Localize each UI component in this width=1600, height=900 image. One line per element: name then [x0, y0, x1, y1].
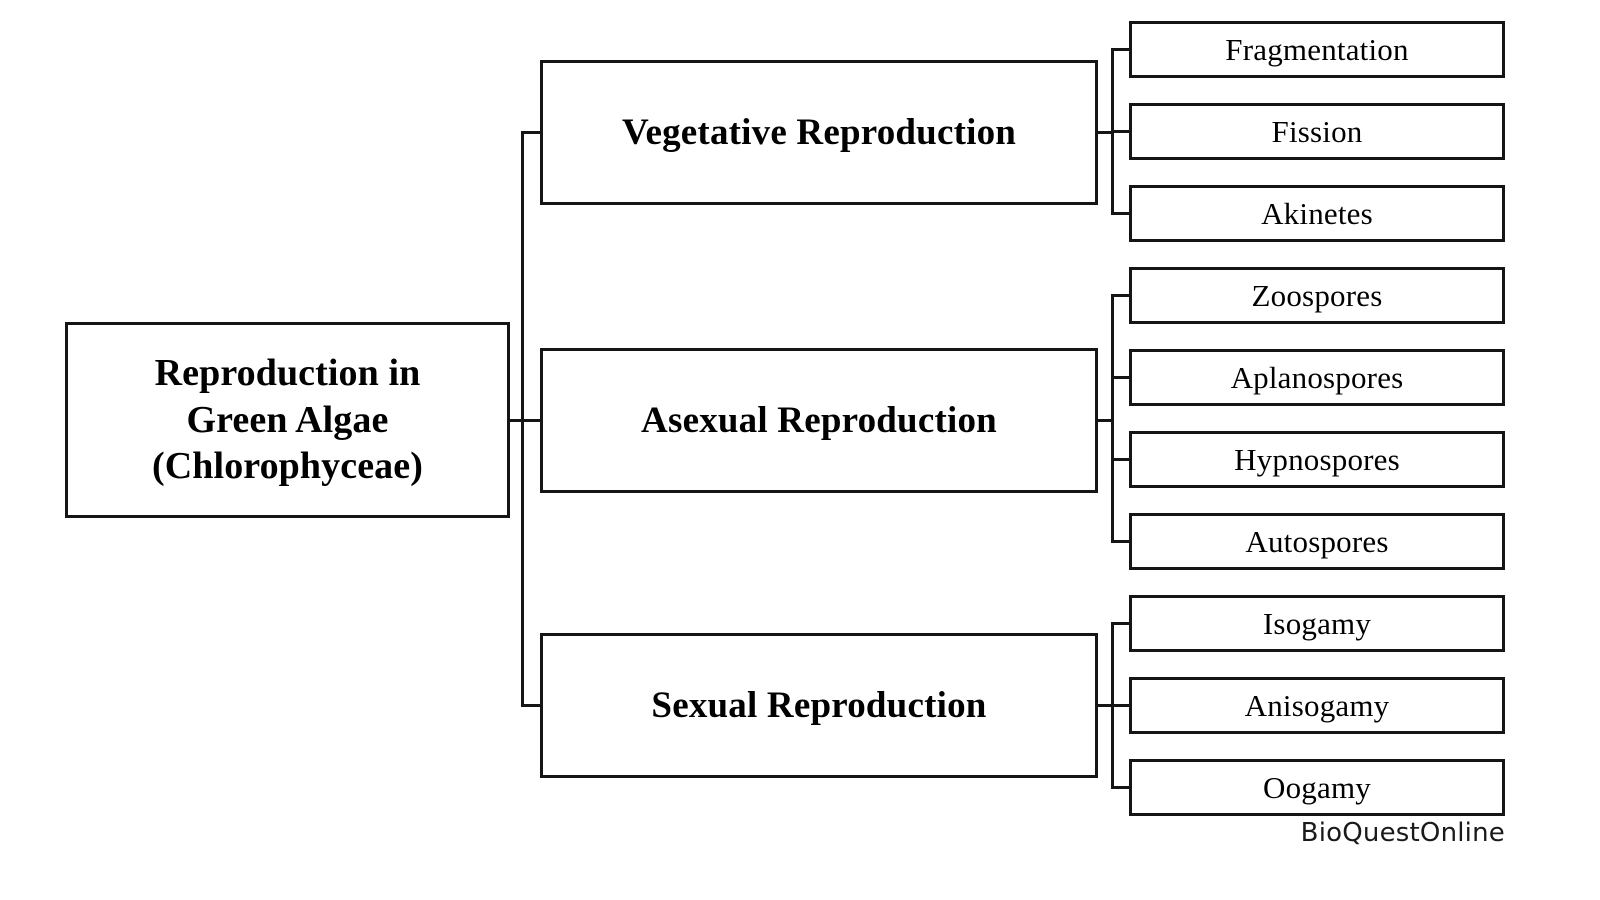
root-node-label-line1: Reproduction in: [154, 352, 421, 395]
leaf-node-label: Oogamy: [1263, 769, 1371, 805]
branch-1-stub-to-leaf-1: [1111, 376, 1133, 379]
root-node-label-line3: (Chlorophyceae): [152, 445, 423, 488]
watermark-label: BioQuestOnline: [1300, 818, 1505, 848]
branch-2-stub-to-leaf-2: [1111, 786, 1133, 789]
trunk-stub-to-branch-0: [521, 131, 543, 134]
leaf-node-zoospores: Zoospores: [1129, 267, 1505, 324]
branch-1-stub-to-leaf-3: [1111, 540, 1133, 543]
leaf-node-label: Fission: [1271, 113, 1363, 149]
branch-2-stub-out: [1096, 704, 1114, 707]
leaf-node-aplanospores: Aplanospores: [1129, 349, 1505, 406]
branch-node-asexual-reproduction: Asexual Reproduction: [540, 348, 1098, 493]
leaf-node-akinetes: Akinetes: [1129, 185, 1505, 242]
leaf-node-fragmentation: Fragmentation: [1129, 21, 1505, 78]
leaf-node-label: Zoospores: [1251, 277, 1383, 313]
root-node-label-line2: Green Algae: [186, 398, 389, 441]
branch-node-label: Sexual Reproduction: [651, 685, 987, 726]
branch-0-stub-to-leaf-2: [1111, 212, 1133, 215]
branch-node-vegetative-reproduction: Vegetative Reproduction: [540, 60, 1098, 205]
branch-node-label: Vegetative Reproduction: [621, 112, 1017, 153]
branch-1-stub-to-leaf-0: [1111, 294, 1133, 297]
branch-2-stub-to-leaf-1: [1111, 704, 1133, 707]
leaf-node-label: Aplanospores: [1230, 359, 1404, 395]
leaf-node-autospores: Autospores: [1129, 513, 1505, 570]
branch-0-stub-to-leaf-0: [1111, 48, 1133, 51]
leaf-node-label: Akinetes: [1261, 195, 1373, 231]
leaf-node-anisogamy: Anisogamy: [1129, 677, 1505, 734]
leaf-node-label: Anisogamy: [1244, 687, 1390, 723]
branch-1-stub-to-leaf-2: [1111, 458, 1133, 461]
root-node-label: Reproduction in Green Algae (Chlorophyce…: [144, 350, 431, 489]
leaf-node-oogamy: Oogamy: [1129, 759, 1505, 816]
leaf-node-isogamy: Isogamy: [1129, 595, 1505, 652]
branch-0-stub-out: [1096, 131, 1114, 134]
branch-2-stub-to-leaf-0: [1111, 622, 1133, 625]
leaf-node-label: Isogamy: [1262, 605, 1372, 641]
trunk-stub-to-branch-2: [521, 704, 543, 707]
trunk-stub-to-branch-1: [521, 419, 543, 422]
trunk-stub-from-root: [510, 419, 524, 422]
branch-1-spine: [1111, 294, 1114, 542]
leaf-node-label: Autospores: [1245, 523, 1389, 559]
leaf-node-hypnospores: Hypnospores: [1129, 431, 1505, 488]
branch-node-label: Asexual Reproduction: [641, 400, 997, 441]
branch-node-sexual-reproduction: Sexual Reproduction: [540, 633, 1098, 778]
branch-1-stub-out: [1096, 419, 1114, 422]
root-node: Reproduction in Green Algae (Chlorophyce…: [65, 322, 510, 518]
leaf-node-label: Hypnospores: [1234, 441, 1400, 477]
branch-0-stub-to-leaf-1: [1111, 130, 1133, 133]
leaf-node-label: Fragmentation: [1225, 31, 1409, 67]
leaf-node-fission: Fission: [1129, 103, 1505, 160]
